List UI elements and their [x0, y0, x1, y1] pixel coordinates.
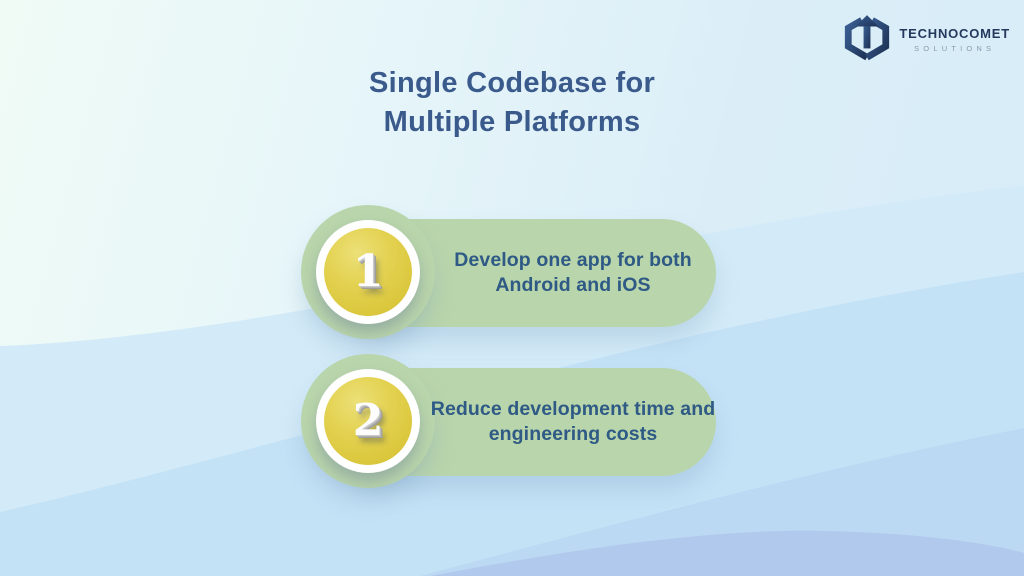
item-1-text: Develop one app for both Android and iOS: [428, 219, 718, 327]
item-1-number-badge: 1: [324, 228, 412, 316]
brand-subtitle: SOLUTIONS: [914, 44, 996, 53]
item-2-number-badge: 2: [324, 377, 412, 465]
item-1-number: 1: [352, 246, 384, 297]
item-1-text-line2: Android and iOS: [495, 274, 651, 296]
page-title-line1: Single Codebase for: [368, 67, 656, 99]
item-2-number: 2: [352, 395, 384, 446]
item-1-text-line1: Develop one app for both: [454, 249, 692, 271]
brand-text: TECHNOCOMET SOLUTIONS: [899, 23, 1010, 53]
cube-arrow-up-icon: [845, 15, 890, 61]
brand-logo: TECHNOCOMET SOLUTIONS: [842, 13, 1010, 63]
item-2-text-line2: engineering costs: [488, 423, 658, 445]
brand-name: TECHNOCOMET: [899, 26, 1010, 41]
item-2-text: Reduce development time and engineering …: [428, 368, 718, 476]
item-2-text-line1: Reduce development time and: [430, 398, 716, 420]
page-title: Single Codebase for Multiple Platforms: [0, 64, 1024, 142]
page-title-line2: Multiple Platforms: [383, 106, 641, 138]
